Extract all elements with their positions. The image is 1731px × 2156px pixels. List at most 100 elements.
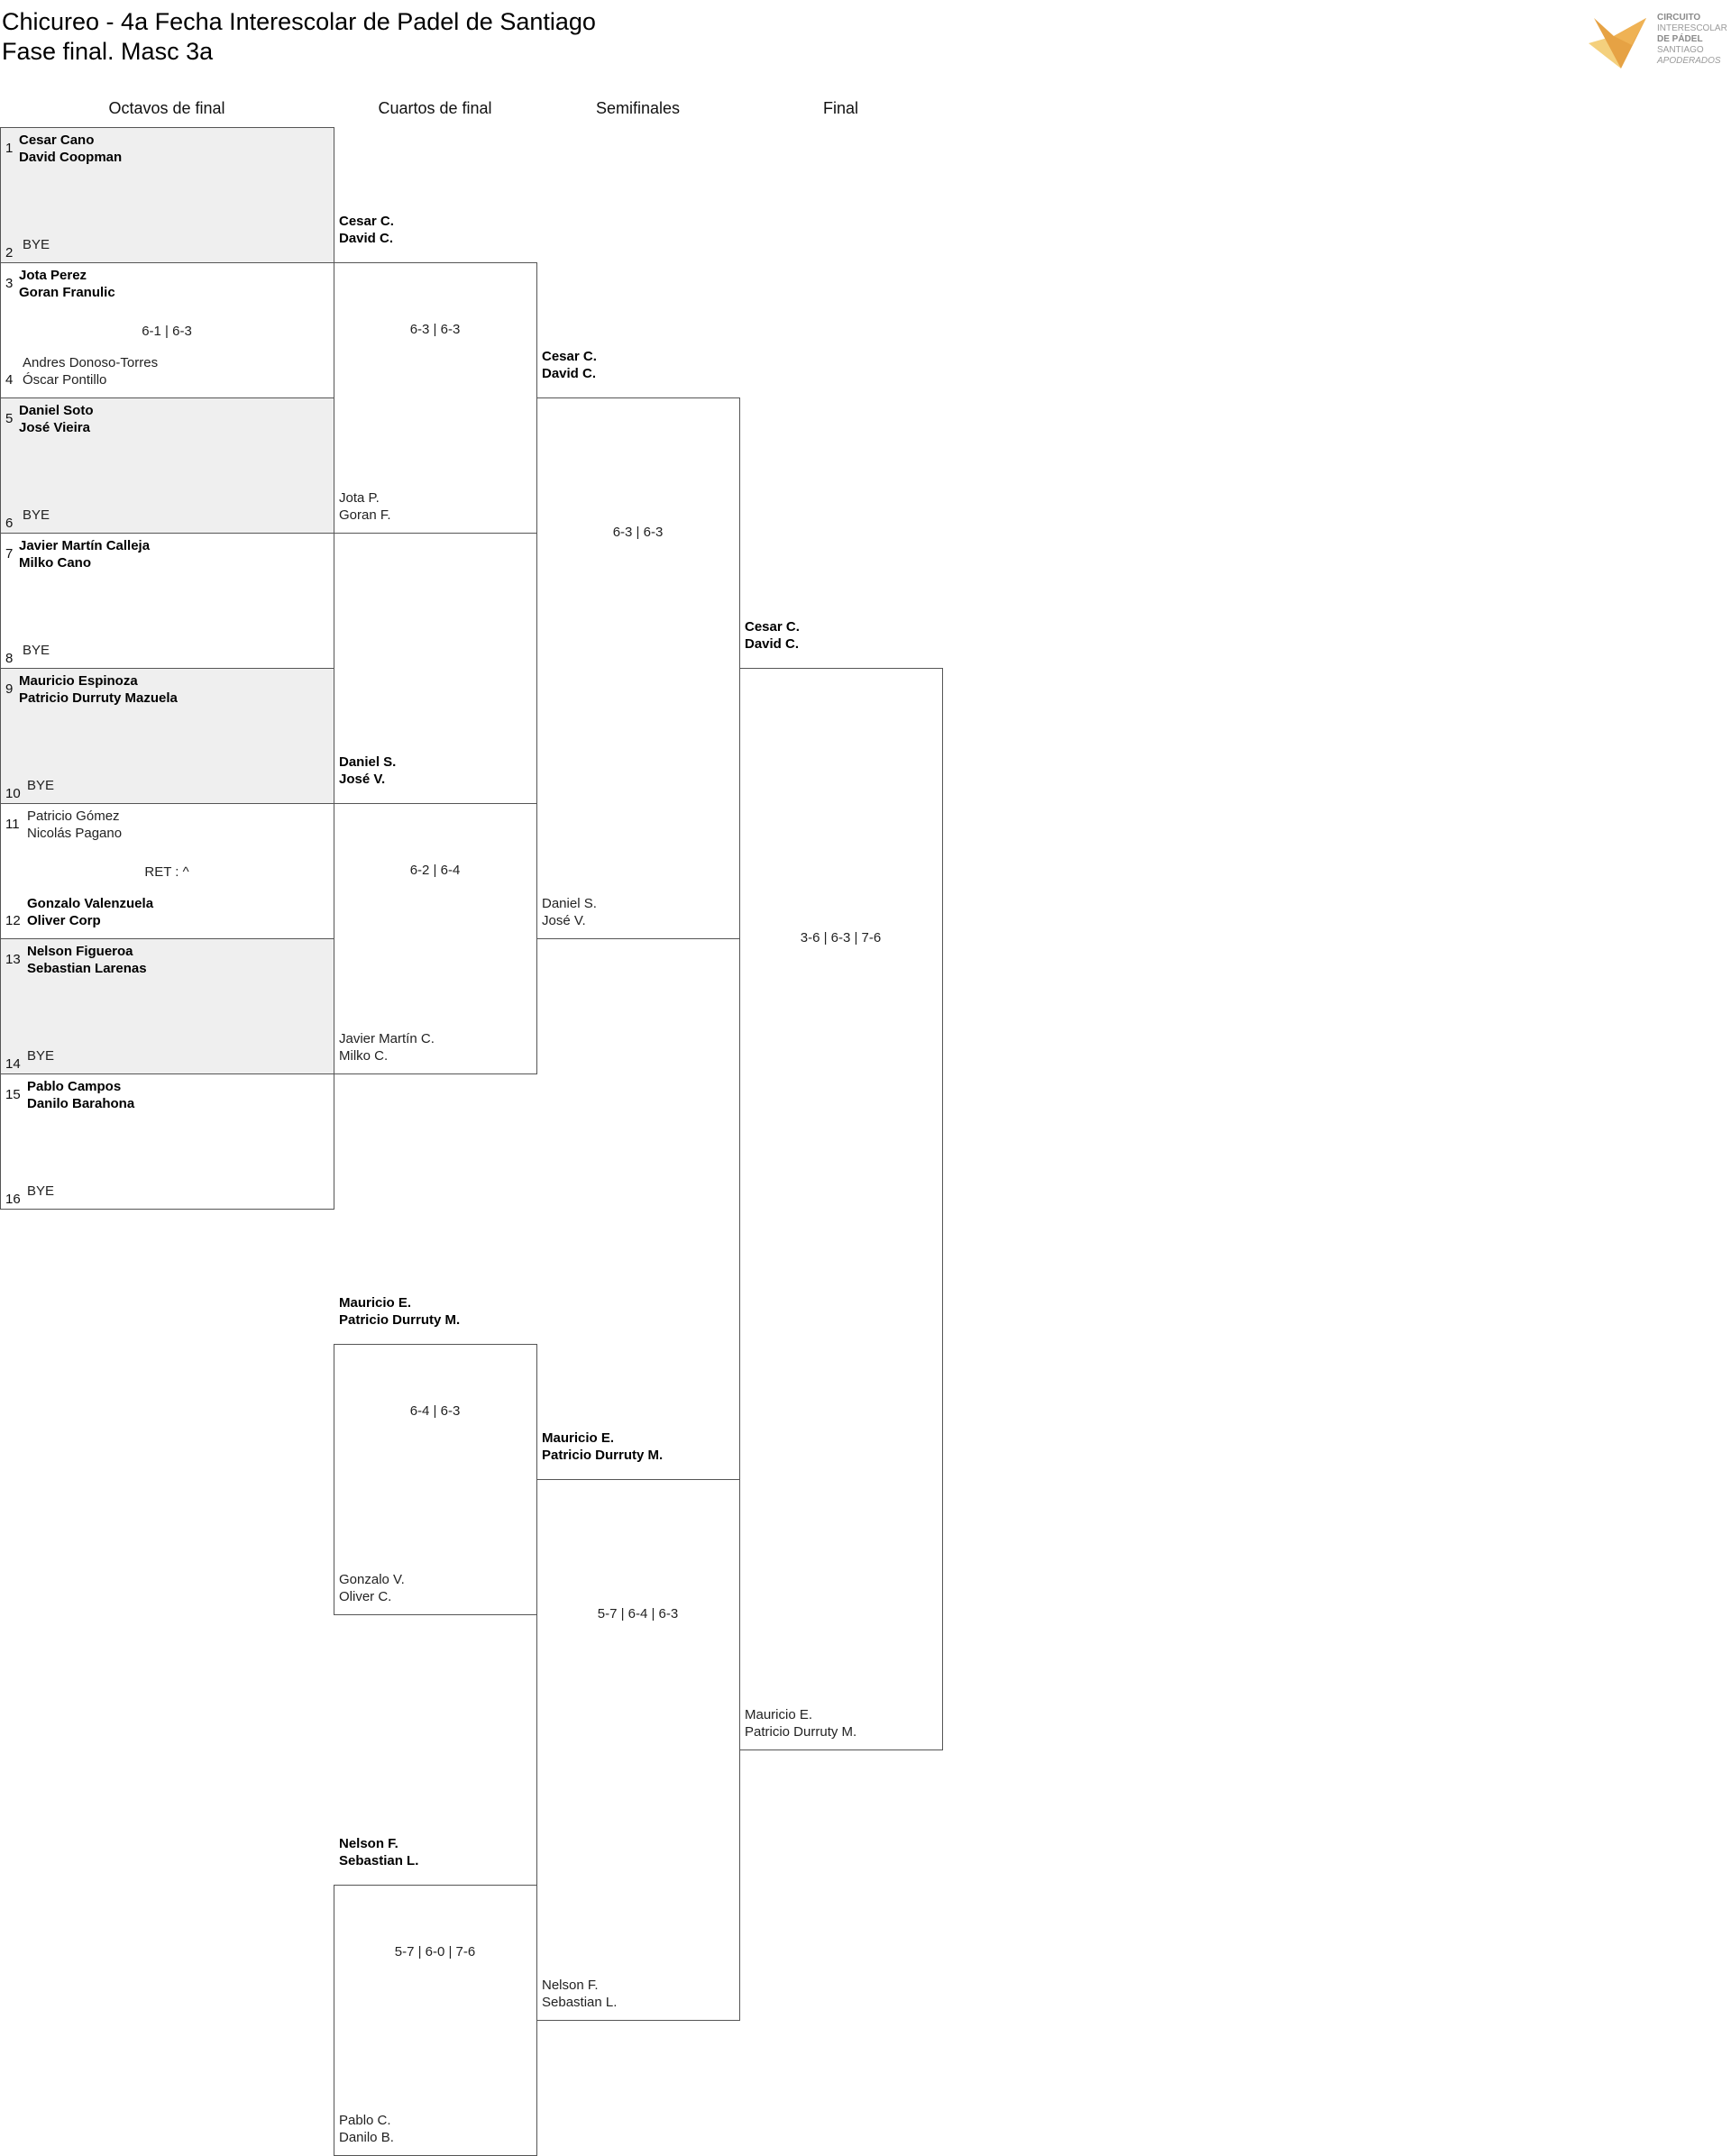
player-name: Javier Martín C. [339, 1031, 435, 1046]
player-name: David C. [745, 636, 800, 652]
player-name: Javier Martín Calleja [19, 538, 151, 553]
logo-text: CIRCUITO INTERESCOLAR DE PÁDEL SANTIAGO … [1657, 13, 1727, 67]
player-name: Nelson F. [542, 1978, 599, 1993]
player-name: Patricio Gómez [27, 808, 120, 824]
team-names: Gonzalo V.Oliver C. [339, 1571, 405, 1605]
page-subtitle: Fase final. Masc 3a [2, 38, 214, 65]
match-score: 5-7 | 6-4 | 6-3 [597, 1606, 679, 1622]
player-name: Jota P. [339, 490, 380, 506]
player-name: Milko Cano [19, 555, 92, 571]
player-name: Patricio Durruty M. [745, 1724, 857, 1740]
circuit-logo: CIRCUITO INTERESCOLAR DE PÁDEL SANTIAGO … [1587, 13, 1731, 69]
match-box-semis [536, 1479, 740, 2021]
player-name: Patricio Durruty M. [339, 1312, 461, 1328]
player-name: BYE [23, 643, 50, 658]
match-score: 6-3 | 6-3 [409, 322, 461, 337]
match-box-octavos [0, 127, 334, 263]
player-name: José V. [542, 913, 586, 928]
logo-line: APODERADOS [1657, 56, 1721, 66]
team-names: Cesar C. David C. [339, 213, 394, 247]
player-name: David C. [339, 231, 394, 246]
match-score: 3-6 | 6-3 | 7-6 [800, 930, 882, 946]
logo-line: SANTIAGO [1657, 45, 1704, 55]
match-score: 6-3 | 6-3 [612, 525, 664, 540]
player-name: Daniel Soto [19, 403, 94, 418]
player-name: Goran F. [339, 507, 391, 523]
seed-number: 11 [5, 817, 20, 832]
seed-number: 5 [5, 411, 14, 426]
team-names: BYE [27, 1047, 54, 1064]
seed-number: 8 [5, 651, 14, 666]
team-names: Jota P.Goran F. [339, 489, 391, 524]
team-names: Daniel S. José V. [542, 895, 597, 929]
player-name: Goran Franulic [19, 285, 115, 300]
round-header-cuartos: Cuartos de final [378, 99, 492, 117]
player-name: Milko C. [339, 1048, 389, 1064]
match-score: 5-7 | 6-0 | 7-6 [394, 1944, 476, 1960]
seed-number: 16 [5, 1192, 21, 1207]
player-name: Mauricio Espinoza [19, 673, 138, 689]
team-names: BYE [27, 1183, 54, 1200]
team-names: Nelson F.Sebastian L. [339, 1835, 418, 1869]
logo-line: CIRCUITO [1657, 13, 1701, 23]
match-score: RET : ^ [144, 864, 189, 880]
player-name: Mauricio E. [542, 1430, 615, 1446]
player-name: Mauricio E. [339, 1295, 412, 1311]
logo-line: INTERESCOLAR [1657, 23, 1727, 33]
player-name: Danilo Barahona [27, 1096, 135, 1111]
player-name: Cesar C. [542, 349, 597, 364]
round-header-final: Final [822, 99, 858, 117]
player-name: Mauricio E. [745, 1707, 813, 1722]
player-name: Daniel S. [339, 754, 397, 770]
match-score: 6-4 | 6-3 [409, 1403, 461, 1419]
team-names: BYE [27, 777, 54, 794]
team-names: Cesar C. David C. [542, 348, 597, 382]
team-names: BYE [23, 507, 50, 524]
seed-number: 13 [5, 952, 21, 967]
seed-number: 14 [5, 1056, 21, 1072]
player-name: José V. [339, 772, 386, 787]
team-names: Pablo C. Danilo B. [339, 2112, 394, 2146]
seed-number: 7 [5, 546, 14, 562]
player-name: Nelson Figueroa [27, 944, 133, 959]
player-name: Sebastian Larenas [27, 961, 147, 976]
logo-line: DE PÁDEL [1657, 34, 1703, 44]
player-name: Cesar C. [339, 214, 394, 229]
player-name: BYE [23, 237, 50, 252]
fox-logo-icon [1589, 18, 1646, 69]
seed-number: 12 [5, 913, 21, 928]
team-names: Mauricio E.Patricio Durruty M. [542, 1430, 663, 1464]
player-name: Gonzalo Valenzuela [27, 896, 154, 911]
match-box-final [739, 668, 943, 1750]
team-names: BYE [23, 236, 50, 253]
player-name: Andres Donoso-Torres [23, 355, 159, 370]
round-header-semifinales: Semifinales [595, 99, 681, 117]
player-name: Pablo Campos [27, 1079, 122, 1094]
player-name: Nelson F. [339, 1836, 398, 1851]
player-name: Cesar C. [745, 619, 800, 635]
player-name: David C. [542, 366, 597, 381]
team-names: Mauricio E.Patricio Durruty M. [339, 1294, 460, 1329]
player-name: Cesar Cano [19, 132, 95, 148]
player-name: Danilo B. [339, 2130, 394, 2145]
player-name: Óscar Pontillo [23, 372, 107, 388]
seed-number: 1 [5, 141, 14, 156]
team-names: Javier Martín C. Milko C. [339, 1030, 435, 1064]
seed-number: 4 [5, 372, 14, 388]
seed-number: 6 [5, 516, 14, 531]
team-names: Mauricio E. Patricio Durruty M. [745, 1706, 856, 1740]
match-box-octavos [0, 938, 334, 1074]
team-names: Cesar C.David C. [745, 618, 800, 653]
player-name: Gonzalo V. [339, 1572, 405, 1587]
player-name: Pablo C. [339, 2113, 391, 2128]
round-header-octavos: Octavos de final [108, 99, 225, 117]
player-name: Daniel S. [542, 896, 597, 911]
